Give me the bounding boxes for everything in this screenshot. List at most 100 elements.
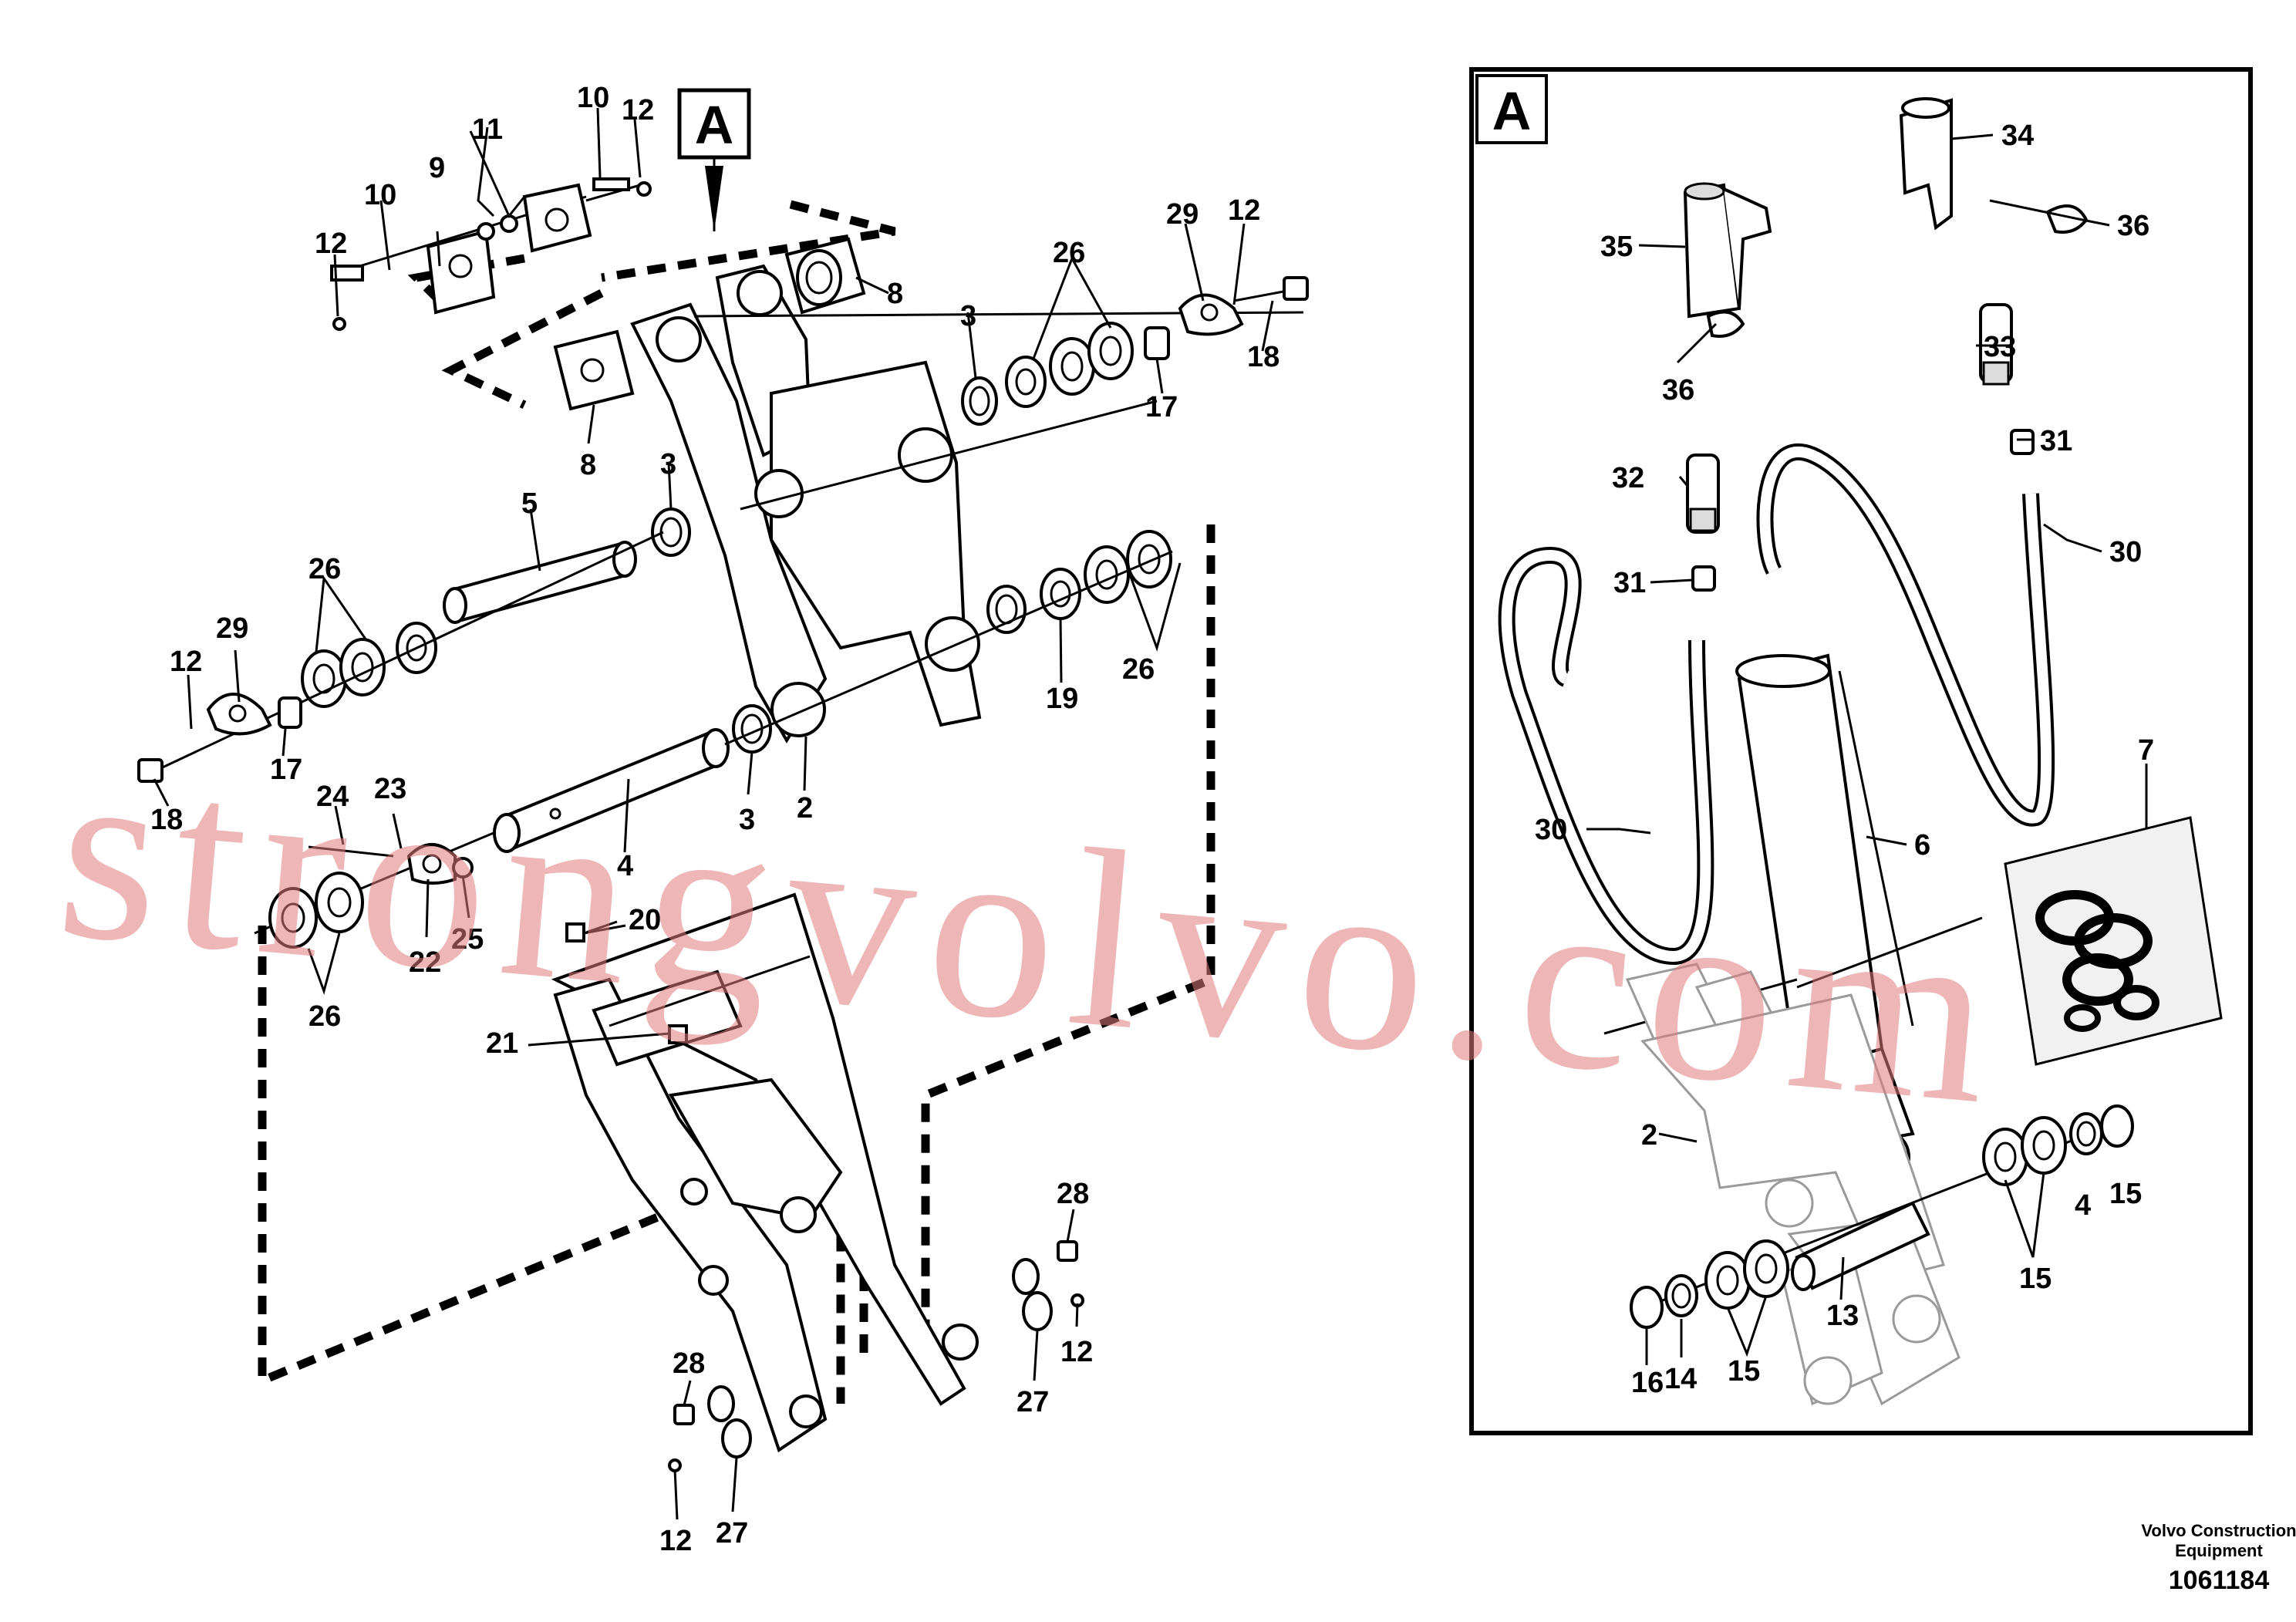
coupling-33[interactable]: [1979, 303, 2013, 386]
label-22: 22: [409, 946, 441, 979]
adapter-31-left[interactable]: [1691, 565, 1716, 592]
label-29-left: 29: [216, 612, 248, 645]
pin-5[interactable]: [443, 541, 637, 624]
seal-ring-3-middle[interactable]: [651, 508, 691, 557]
coupling-32[interactable]: [1686, 454, 1720, 534]
washers-26-right[interactable]: [1084, 530, 1172, 604]
leader-lines: [153, 107, 2148, 1520]
hose-30-left[interactable]: [1498, 546, 1714, 966]
clip-36-lower[interactable]: [1706, 310, 1745, 338]
label-35: 35: [1600, 231, 1633, 263]
bolt-24[interactable]: [308, 845, 394, 858]
bolt-28-right[interactable]: [1057, 1240, 1078, 1262]
washer-plate-27-left[interactable]: [707, 1385, 752, 1458]
pin-4[interactable]: [493, 728, 730, 853]
svg-text:A: A: [1492, 81, 1532, 141]
adapter-31-right[interactable]: [2010, 429, 2035, 455]
bolt-18-left[interactable]: [137, 758, 164, 783]
lock-plate-29-upper-right[interactable]: [1178, 293, 1244, 336]
lift-arm-ghost: [1625, 963, 1961, 1406]
label-23: 23: [374, 773, 406, 805]
label-12-left-middle: 12: [170, 646, 202, 678]
label-26-right: 26: [1122, 653, 1155, 686]
label-32: 32: [1612, 462, 1644, 494]
bushing-block-upper[interactable]: [784, 237, 866, 315]
label-2-main: 2: [797, 792, 813, 824]
label-31-right: 31: [2040, 425, 2072, 457]
label-26-upper-right: 26: [1053, 237, 1085, 269]
hose-30-right[interactable]: [1756, 443, 2055, 827]
seal-ring-3-lower-right[interactable]: [986, 585, 1027, 634]
label-29-upper-right: 29: [1166, 198, 1199, 231]
ring-16-left[interactable]: [1630, 1286, 1664, 1329]
bracket-35[interactable]: [1683, 182, 1772, 319]
label-12-top: 12: [622, 94, 654, 126]
seal-ring-3-lower[interactable]: [732, 704, 772, 754]
label-4-main: 4: [617, 850, 633, 882]
lift-arm-frame[interactable]: [630, 264, 982, 744]
sleeve-17-upper-right[interactable]: [1144, 326, 1170, 360]
label-27-left: 27: [716, 1517, 748, 1549]
bolt-12-far-left[interactable]: [332, 317, 346, 331]
brand-line-2: Equipment: [2175, 1541, 2263, 1560]
watermark: strongvolvo.com: [49, 708, 2016, 1158]
washers-26-left-upper[interactable]: [301, 622, 437, 708]
label-15-right: 15: [2019, 1263, 2052, 1295]
label-3-upper: 3: [960, 300, 976, 332]
bolt-28-left[interactable]: [673, 1404, 695, 1425]
label-3-lower: 3: [739, 804, 755, 836]
bolt-12-left-lower[interactable]: [668, 1458, 682, 1472]
label-20: 20: [629, 904, 661, 936]
callout-box-a[interactable]: A: [677, 88, 751, 231]
mounting-plate-right[interactable]: [522, 177, 652, 253]
label-10-top: 10: [577, 82, 609, 114]
label-25: 25: [451, 923, 484, 956]
label-34: 34: [2001, 120, 2034, 152]
seal-kit-7[interactable]: [2004, 816, 2223, 1066]
label-30-left: 30: [1535, 814, 1567, 846]
sleeve-17-left[interactable]: [278, 696, 302, 729]
drawing-number: 1061184: [2169, 1566, 2270, 1595]
label-4-detail: 4: [2075, 1189, 2091, 1222]
label-17-left: 17: [270, 754, 302, 786]
seal-14-right[interactable]: [2069, 1112, 2103, 1155]
bucket-link-frame[interactable]: [551, 892, 979, 1453]
label-33: 33: [1984, 331, 2016, 363]
washer-plate-27-right[interactable]: [1012, 1258, 1053, 1331]
label-5: 5: [521, 487, 538, 520]
label-12-left-top: 12: [315, 228, 347, 260]
svg-text:A: A: [695, 95, 734, 155]
label-17-upper-right: 17: [1145, 391, 1178, 423]
detail-view-a: A: [1469, 67, 2253, 1435]
label-15-left: 15: [1728, 1355, 1760, 1388]
label-18-upper-right: 18: [1247, 341, 1279, 373]
label-12-left-lower: 12: [659, 1525, 692, 1557]
bracket-34[interactable]: [1899, 97, 1953, 231]
label-21: 21: [486, 1027, 518, 1060]
pin-13[interactable]: [1791, 1201, 1930, 1291]
bolt-18-upper-right[interactable]: [1233, 276, 1309, 302]
label-12-upper-right: 12: [1228, 194, 1260, 227]
lock-plate-29-left[interactable]: [206, 693, 272, 736]
washers-15-left[interactable]: [1704, 1239, 1789, 1310]
bushing-block-lower[interactable]: [553, 329, 635, 411]
label-28-right: 28: [1057, 1178, 1089, 1210]
label-27-right: 27: [1017, 1386, 1049, 1418]
washers-26-left-lower[interactable]: [268, 872, 364, 949]
washer-19[interactable]: [1040, 568, 1081, 620]
washers-26-upper-right[interactable]: [1005, 322, 1134, 408]
label-11: 11: [472, 113, 503, 146]
brand-line-1: Volvo Construction: [2141, 1521, 2296, 1540]
washers-15-right[interactable]: [1982, 1116, 2067, 1186]
label-8-lower: 8: [580, 449, 596, 481]
seal-ring-3-upper-right[interactable]: [961, 376, 998, 426]
ring-16-right[interactable]: [2100, 1104, 2134, 1148]
label-28-left: 28: [673, 1347, 705, 1380]
label-2-detail: 2: [1641, 1119, 1657, 1152]
label-8-upper: 8: [887, 278, 903, 310]
label-15-far-right: 15: [2109, 1178, 2142, 1210]
label-24: 24: [316, 781, 349, 813]
label-18-left: 18: [150, 804, 183, 836]
seal-14-left[interactable]: [1664, 1274, 1698, 1317]
